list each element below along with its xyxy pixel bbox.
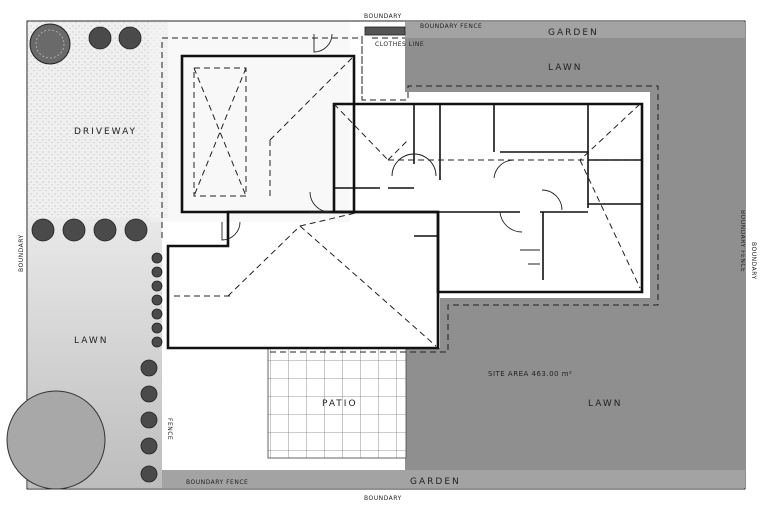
path-outline: [161, 37, 659, 353]
boundary-fence-top-label: BOUNDARY FENCE: [420, 23, 482, 30]
shrub-icon: [151, 252, 163, 264]
door-swing-icon: [221, 33, 563, 265]
shrub-icon: [31, 218, 55, 242]
lawn-top-label: LAWN: [548, 63, 583, 73]
site-area-label: SITE AREA 463.00 m²: [488, 370, 572, 378]
fence-left-label: FENCE: [166, 418, 173, 440]
path-side-strip: [150, 22, 350, 222]
lawn-right-label: LAWN: [588, 399, 623, 409]
shrub-icon: [151, 280, 163, 292]
shrub-icon: [140, 411, 158, 429]
shrub-icon: [140, 385, 158, 403]
shrub-icon: [93, 218, 117, 242]
tree-canopy-icon-bottom: [6, 390, 106, 490]
clothes-line-box: [364, 26, 406, 36]
clothes-line-dash: [361, 36, 405, 100]
lawn-right-area: [162, 30, 745, 488]
shrub-icon: [151, 266, 163, 278]
patio-label: PATIO: [322, 399, 358, 409]
shrub-icon: [62, 218, 86, 242]
shrub-icon: [140, 359, 158, 377]
patio-area: [267, 347, 407, 459]
garden-bottom-label: GARDEN: [410, 477, 461, 487]
boundary-bottom-label: BOUNDARY: [364, 495, 402, 502]
driveway-label: DRIVEWAY: [74, 127, 137, 137]
clothes-line-label: CLOTHES LINE: [375, 41, 424, 48]
shrub-icon: [118, 26, 142, 50]
boundary-right-label: BOUNDARY: [750, 242, 757, 280]
garden-bottom-strip: [162, 470, 745, 488]
hedge-row-left: [151, 252, 163, 348]
shrub-icon: [124, 218, 148, 242]
boundary-top-label: BOUNDARY: [364, 13, 402, 20]
shrub-icon: [140, 465, 158, 483]
shrub-icon: [88, 26, 112, 50]
shrub-icon: [151, 294, 163, 306]
tree-canopy-icon-top: [29, 23, 71, 65]
shrub-icon: [140, 437, 158, 455]
boundary-fence-bottom-label: BOUNDARY FENCE: [186, 479, 248, 486]
house: [166, 54, 644, 350]
shrub-icon: [151, 336, 163, 348]
boundary-left-label: BOUNDARY: [18, 234, 25, 272]
shrub-icon: [151, 308, 163, 320]
garden-top-label: GARDEN: [548, 28, 599, 38]
lawn-left-label: LAWN: [74, 336, 109, 346]
shrub-icon: [151, 322, 163, 334]
boundary-fence-right-label: BOUNDARY FENCE: [739, 210, 746, 272]
garden-top-strip: [405, 22, 745, 38]
